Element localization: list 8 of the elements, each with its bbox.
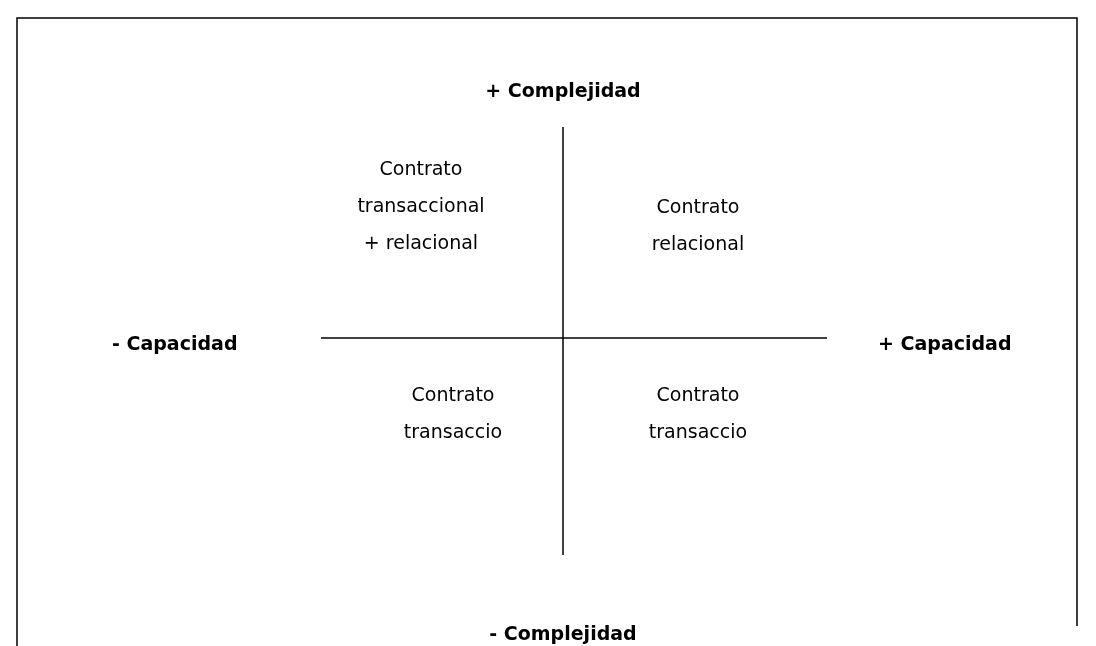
axis-label: + Capacidad (878, 331, 1012, 355)
axis-label: + Complejidad (485, 78, 641, 102)
axis-label: - Capacidad (112, 331, 238, 355)
quadrant-label: Contrato transaccio (403, 382, 503, 444)
axis-label: - Complejidad (489, 621, 637, 645)
quadrant-label: Contrato relacional (651, 194, 745, 256)
quadrant-label: Contrato transaccio (648, 382, 748, 444)
quadrant-label: Contrato transaccional + relacional (357, 156, 485, 255)
